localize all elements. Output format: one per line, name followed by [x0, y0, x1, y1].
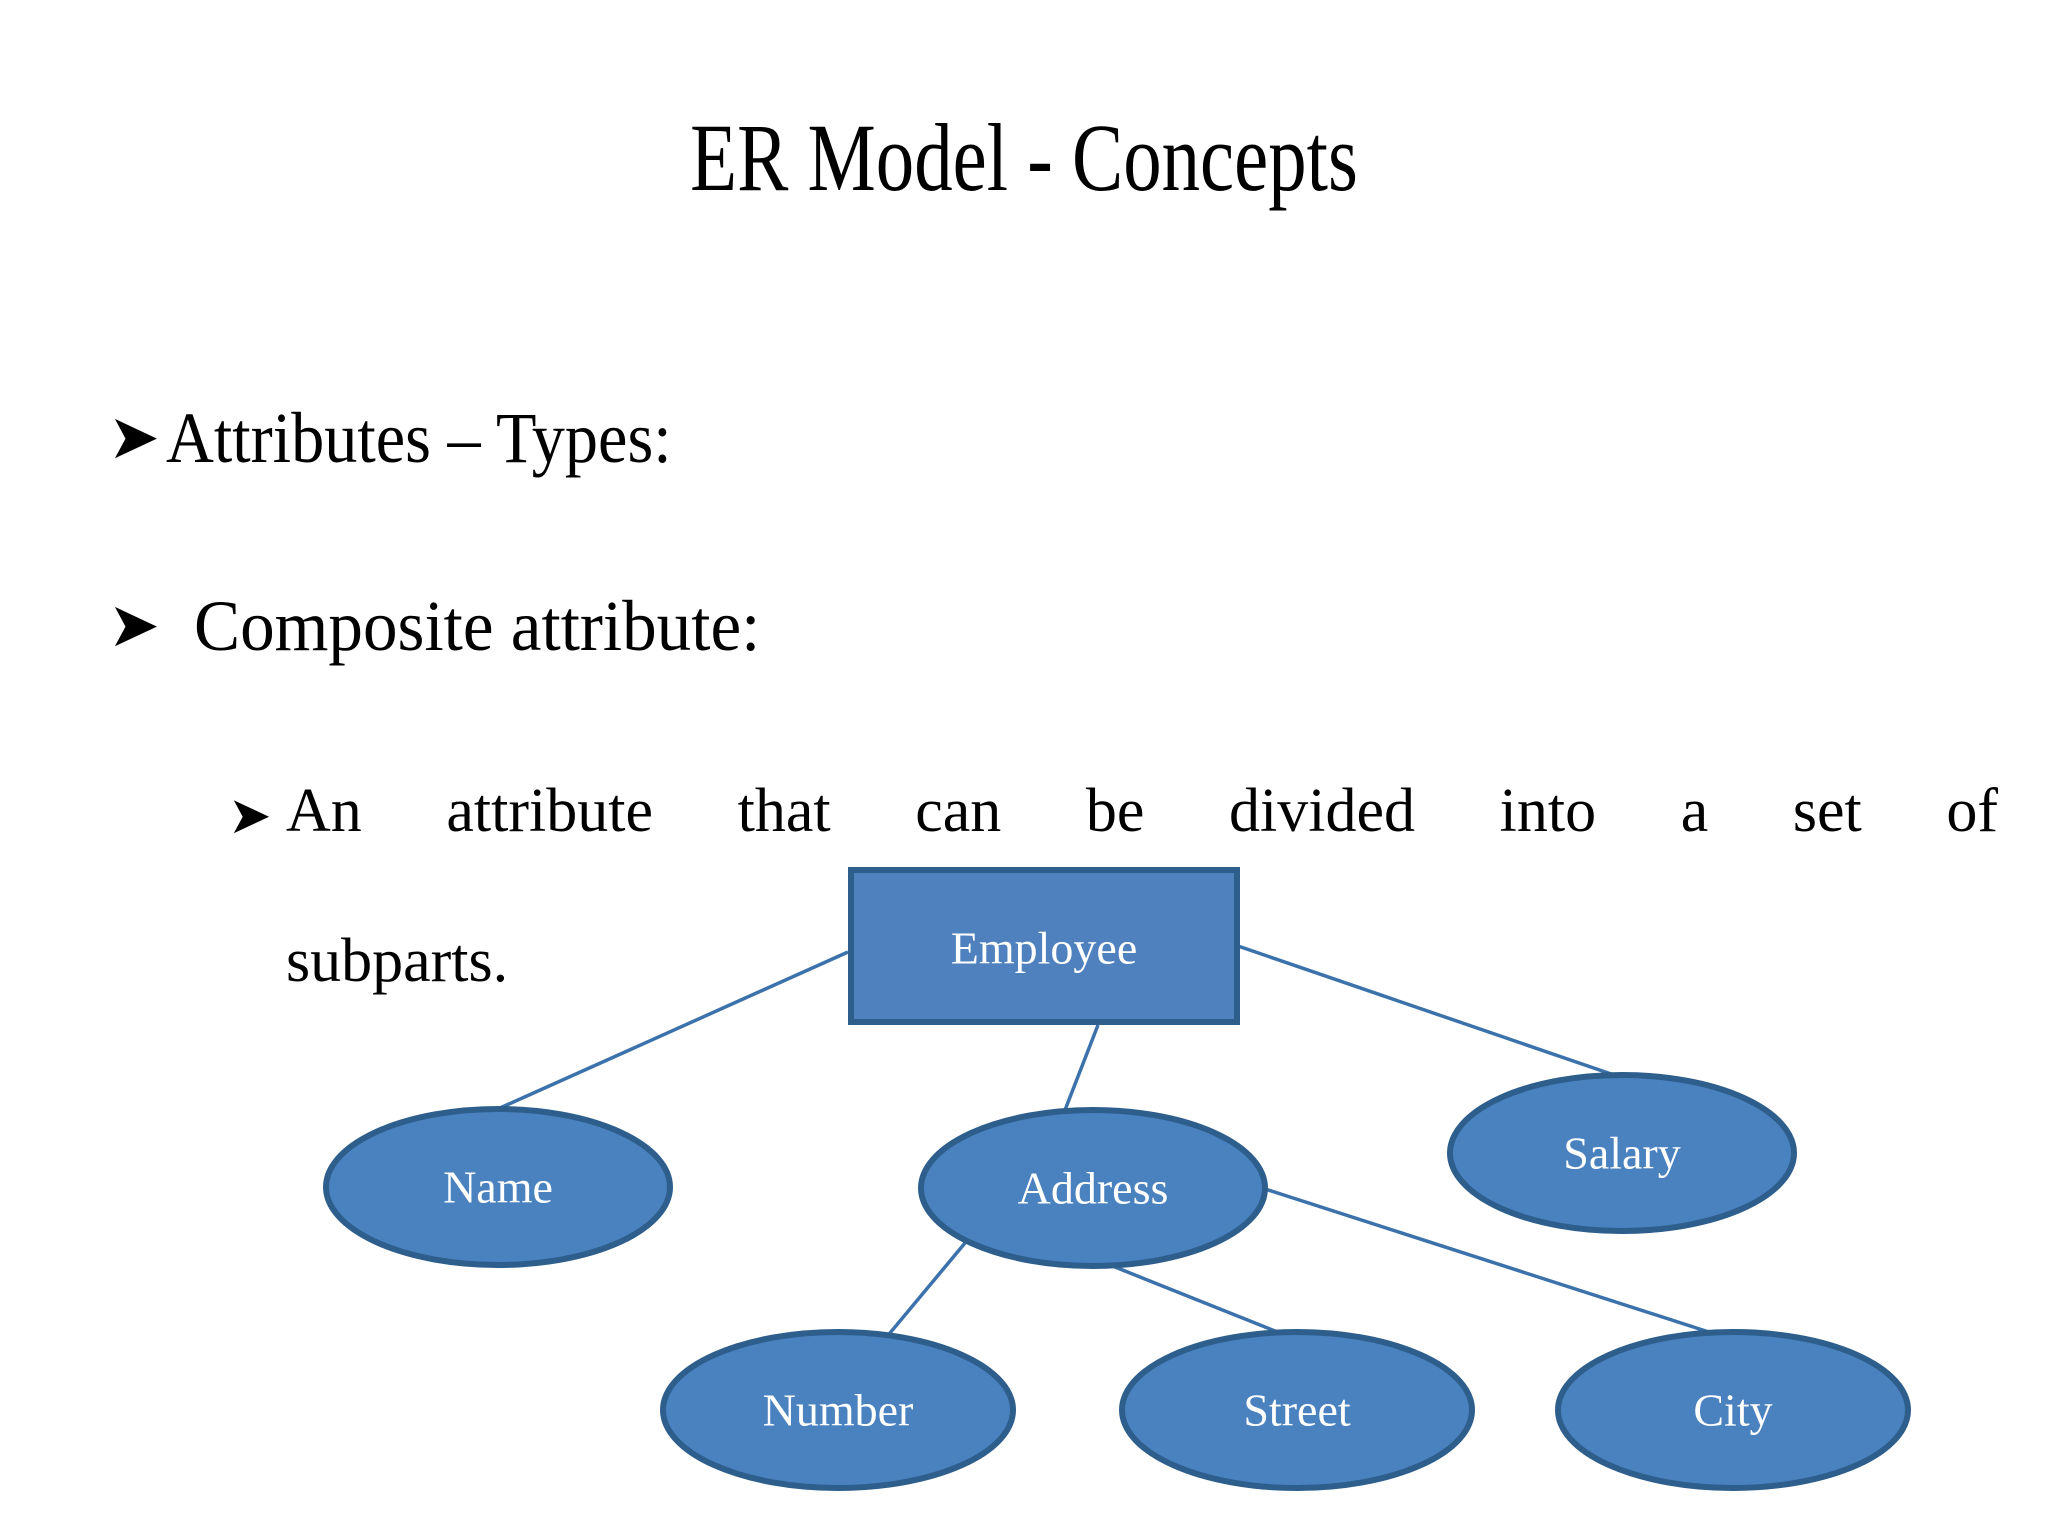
- attribute-name-label: Name: [443, 1162, 553, 1213]
- bullet-definition-line-2: subparts.: [286, 927, 509, 995]
- attribute-name: [323, 1106, 673, 1268]
- page-title: ER Model - Concepts: [690, 104, 1358, 211]
- connector-employee-address: [1063, 1024, 1100, 1111]
- entity-employee-label: Employee: [951, 923, 1138, 974]
- bullet-attributes: ➤ Attributes – Types:: [108, 402, 716, 474]
- connector-employee-name: [499, 950, 849, 1110]
- attribute-salary: [1447, 1072, 1797, 1234]
- arrow-bullet-icon: ➤: [108, 588, 160, 661]
- attribute-number: [660, 1329, 1016, 1491]
- attribute-street-label: Street: [1243, 1385, 1351, 1436]
- connector-address-street: [1109, 1263, 1286, 1337]
- attribute-number-label: Number: [763, 1385, 914, 1436]
- bullet-attributes-label: Attributes – Types:: [165, 398, 672, 478]
- attribute-address-label: Address: [1018, 1163, 1169, 1214]
- connector-address-city: [1261, 1186, 1713, 1335]
- bullet-composite-attribute-label: Composite attribute:: [193, 586, 761, 666]
- connector-address-number: [878, 1241, 967, 1347]
- arrow-bullet-icon: ➤: [228, 786, 272, 846]
- attribute-city: [1555, 1329, 1911, 1491]
- connector-employee-salary: [1237, 944, 1618, 1078]
- attribute-address: [918, 1107, 1268, 1269]
- attribute-street: [1119, 1329, 1475, 1491]
- attribute-city-label: City: [1693, 1385, 1772, 1436]
- bullet-definition-line-1: An attribute that can be divided into a …: [286, 777, 1998, 845]
- attribute-salary-label: Salary: [1563, 1128, 1681, 1179]
- arrow-bullet-icon: ➤: [108, 400, 160, 473]
- entity-employee: [848, 867, 1240, 1025]
- bullet-composite-attribute: ➤ Composite attribute:: [108, 590, 784, 662]
